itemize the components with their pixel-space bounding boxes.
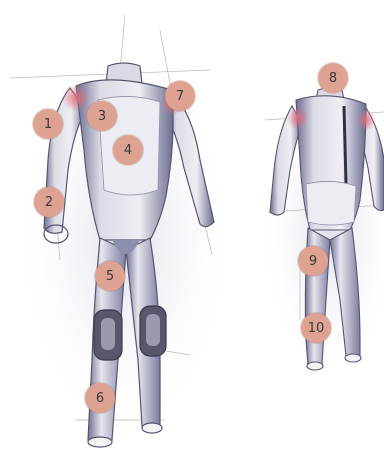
marker-5: 5 (95, 261, 125, 291)
marker-9: 9 (298, 246, 328, 276)
left-shoulder-accent (62, 84, 90, 112)
marker-1: 1 (33, 109, 63, 139)
marker-2: 2 (34, 187, 64, 217)
marker-3: 3 (87, 101, 117, 131)
marker-8: 8 (318, 63, 348, 93)
marker-6: 6 (85, 383, 115, 413)
marker-4: 4 (113, 135, 143, 165)
marker-10: 10 (301, 313, 331, 343)
back-right-shoulder-accent (356, 109, 376, 131)
marker-7: 7 (165, 81, 195, 111)
back-left-shoulder-accent (287, 106, 309, 130)
